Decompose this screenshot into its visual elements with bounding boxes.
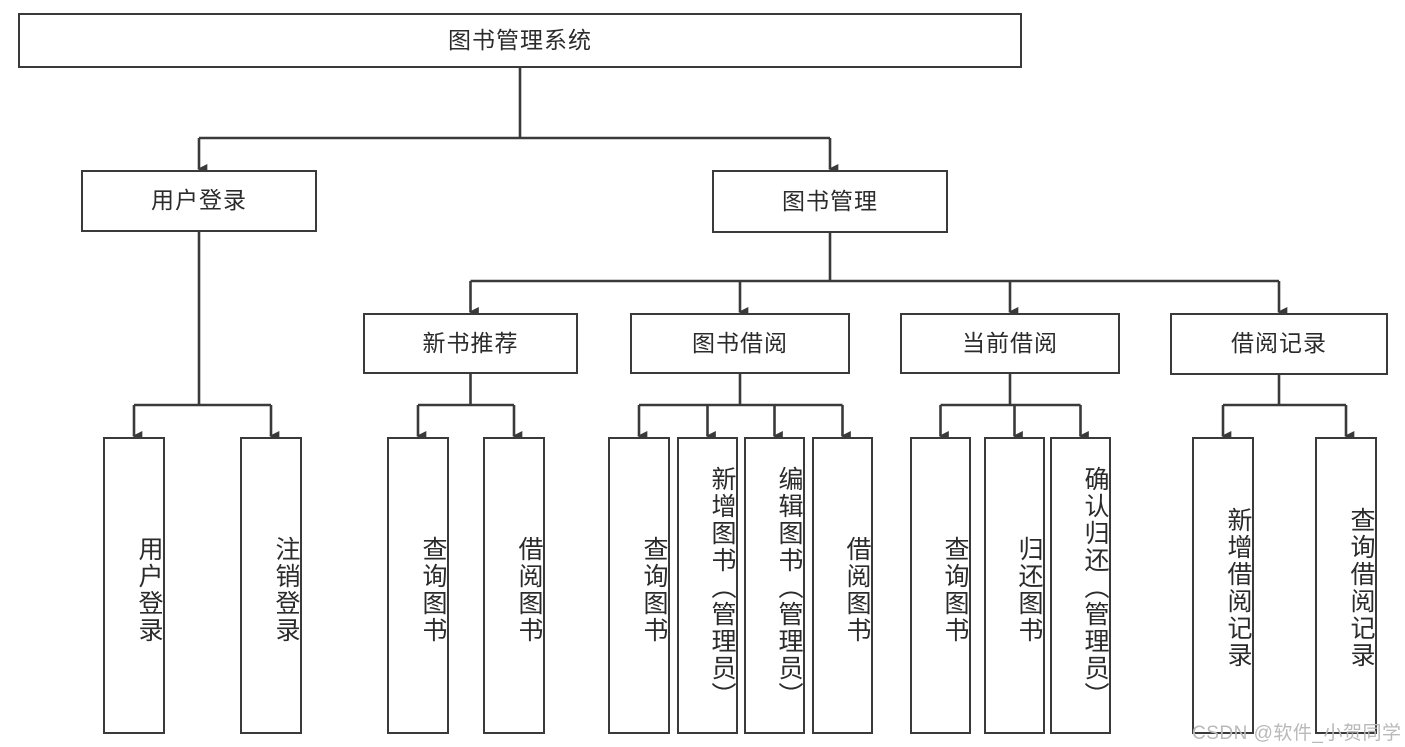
- node-leaf-edit-book[interactable]: 编辑图书（管理员）: [744, 437, 805, 734]
- node-leaf-borrow-book-2[interactable]: 借阅图书: [812, 437, 873, 734]
- node-new-book-rec[interactable]: 新书推荐: [363, 313, 578, 374]
- node-leaf-query-book-1[interactable]: 查询图书: [387, 437, 449, 734]
- node-label: 新书推荐: [422, 329, 519, 356]
- node-leaf-return-book[interactable]: 归还图书: [984, 437, 1045, 734]
- node-label: 图书管理系统: [448, 26, 592, 53]
- node-label: 新增图书（管理员）: [708, 466, 736, 709]
- node-leaf-add-book[interactable]: 新增图书（管理员）: [677, 437, 738, 734]
- node-label: 用户登录: [151, 187, 247, 214]
- node-label: 图书借阅: [692, 329, 788, 356]
- node-root[interactable]: 图书管理系统: [18, 13, 1022, 68]
- node-label: 借阅图书: [515, 535, 543, 644]
- node-label: 借阅记录: [1231, 330, 1327, 357]
- node-label: 确认归还（管理员）: [1081, 466, 1109, 709]
- node-book-borrow[interactable]: 图书借阅: [630, 313, 850, 374]
- node-leaf-confirm-return[interactable]: 确认归还（管理员）: [1050, 437, 1111, 734]
- node-label: 编辑图书（管理员）: [775, 466, 803, 709]
- node-borrow-record[interactable]: 借阅记录: [1170, 313, 1388, 375]
- node-leaf-user-logout[interactable]: 注销登录: [240, 437, 302, 734]
- node-leaf-query-record[interactable]: 查询借阅记录: [1315, 437, 1377, 734]
- node-label: 查询借阅记录: [1347, 506, 1375, 669]
- node-leaf-query-book-3[interactable]: 查询图书: [910, 437, 971, 734]
- node-label: 当前借阅: [962, 329, 1058, 356]
- node-book-manage[interactable]: 图书管理: [712, 170, 948, 233]
- node-label: 归还图书: [1015, 535, 1043, 644]
- node-label: 查询图书: [640, 535, 668, 644]
- node-label: 查询图书: [941, 535, 969, 644]
- csdn-watermark: CSDN @软件_小贺同学: [1192, 723, 1402, 744]
- node-label: 注销登录: [272, 535, 300, 644]
- node-label: 查询图书: [419, 535, 447, 644]
- node-leaf-query-book-2[interactable]: 查询图书: [608, 437, 670, 734]
- node-label: 图书管理: [782, 187, 878, 214]
- node-label: 用户登录: [135, 535, 163, 644]
- node-label: 新增借阅记录: [1224, 506, 1252, 669]
- node-leaf-user-login[interactable]: 用户登录: [103, 437, 165, 734]
- node-leaf-borrow-book-1[interactable]: 借阅图书: [483, 437, 545, 734]
- node-user-login[interactable]: 用户登录: [81, 170, 317, 232]
- node-label: 借阅图书: [843, 535, 871, 644]
- node-leaf-add-record[interactable]: 新增借阅记录: [1192, 437, 1254, 734]
- node-current-borrow[interactable]: 当前借阅: [900, 313, 1120, 374]
